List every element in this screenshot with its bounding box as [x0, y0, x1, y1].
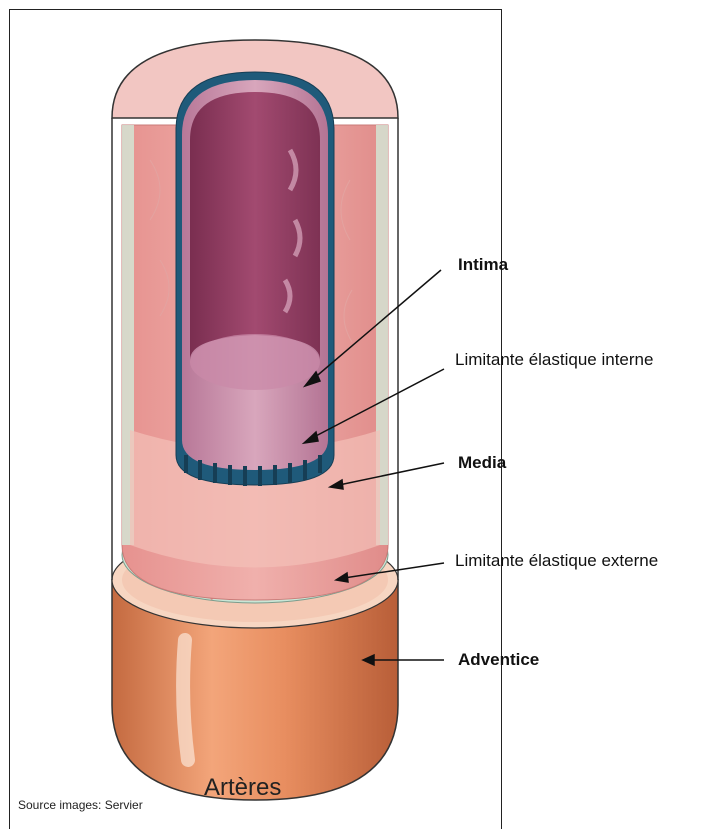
label-media: Media — [458, 453, 506, 473]
lumen-layer — [176, 72, 334, 486]
figure-title: Artères — [204, 774, 281, 802]
label-limitante-externe: Limitante élastique externe — [455, 551, 658, 571]
label-adventice: Adventice — [458, 650, 539, 670]
source-credit: Source images: Servier — [18, 798, 143, 812]
label-limitante-interne: Limitante élastique interne — [455, 350, 653, 370]
label-intima: Intima — [458, 255, 508, 275]
